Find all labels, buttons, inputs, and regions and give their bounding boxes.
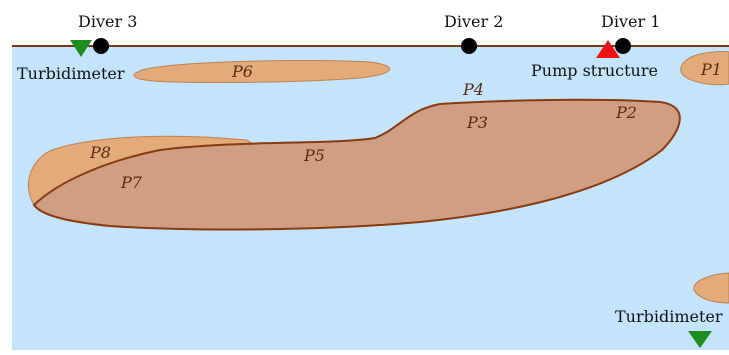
lens-label-p4: P4 xyxy=(462,80,484,99)
lens-label-p1: P1 xyxy=(700,60,722,79)
pump-structure-icon xyxy=(596,40,620,58)
lens-p1 xyxy=(680,51,729,86)
turbidimeter-left-icon xyxy=(70,40,92,57)
lens-p6 xyxy=(133,59,391,83)
diver-3-label: Diver 3 xyxy=(78,12,137,31)
lens-label-p5: P5 xyxy=(303,146,325,165)
lens-bottom-right xyxy=(693,272,729,304)
lens-label-p8: P8 xyxy=(89,143,111,162)
pump-structure-label: Pump structure xyxy=(531,61,658,80)
turbidimeter-left-label: Turbidimeter xyxy=(17,64,125,83)
lens-label-p2: P2 xyxy=(615,103,637,122)
diver-1-icon xyxy=(615,38,631,54)
lens-label-p3: P3 xyxy=(466,113,488,132)
diver-3-icon xyxy=(93,38,109,54)
lens-label-p6: P6 xyxy=(231,62,253,81)
turbidimeter-right-label: Turbidimeter xyxy=(615,307,723,326)
diver-1-label: Diver 1 xyxy=(601,12,660,31)
lens-main xyxy=(32,98,681,231)
diver-2-label: Diver 2 xyxy=(444,12,503,31)
diver-2-icon xyxy=(461,38,477,54)
turbidimeter-right-icon xyxy=(688,331,712,348)
lens-label-p7: P7 xyxy=(120,173,143,192)
